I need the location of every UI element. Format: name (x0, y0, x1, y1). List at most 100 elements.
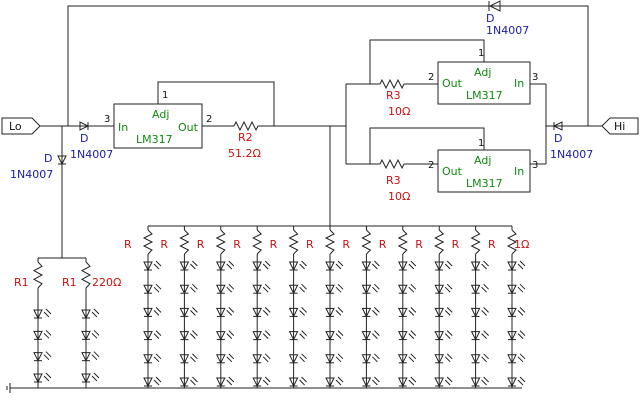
led-icon (325, 260, 344, 272)
led-icon (325, 376, 344, 388)
led-icon (33, 329, 52, 341)
regulator-upper-pin1: 1 (478, 48, 484, 59)
led-string: R (415, 226, 453, 388)
resistor-r2: R2 51.2Ω (228, 120, 261, 160)
led-icon (252, 330, 271, 341)
regulator-left-pin2: 2 (206, 114, 212, 125)
regulator-upper-adj: Adj (474, 66, 491, 79)
led-icon (179, 260, 198, 272)
led-icon (361, 307, 380, 318)
led-icon (179, 330, 198, 341)
r1-value: 220Ω (92, 276, 121, 289)
r-designator: R (306, 238, 314, 251)
led-icon (470, 353, 489, 364)
lo-down-diode-designator: D (44, 152, 52, 165)
led-icon (288, 260, 307, 272)
led-icon (252, 307, 271, 318)
r-designator: R (197, 238, 205, 251)
led-icon (33, 372, 52, 384)
hi-port[interactable]: Hi (601, 117, 639, 135)
led-icon (434, 330, 453, 341)
led-icon (397, 283, 417, 295)
r1-right-designator: R1 (62, 276, 77, 289)
led-icon (507, 353, 526, 364)
hi-input-diode-designator: D (554, 132, 562, 145)
led-string: R (488, 226, 526, 388)
led-string: R (124, 226, 162, 388)
led-icon (143, 260, 162, 272)
led-icon (143, 330, 162, 341)
led-string: R (379, 226, 417, 388)
led-icon (325, 353, 344, 364)
led-icon (143, 283, 162, 295)
led-string: R (452, 226, 489, 388)
led-icon (470, 260, 489, 272)
led-icon (507, 283, 526, 295)
r2-value: 51.2Ω (228, 147, 261, 160)
r3-upper-value: 10Ω (388, 105, 410, 118)
led-icon (288, 376, 307, 388)
led-icon (215, 353, 235, 364)
led-icon (434, 353, 453, 364)
r-designator: R (124, 238, 132, 251)
r3-upper-designator: R3 (386, 89, 401, 102)
led-icon (215, 376, 235, 388)
regulator-left-part: LM317 (136, 133, 173, 146)
resistor-symbol (142, 229, 154, 255)
regulator-upper-part: LM317 (466, 89, 503, 102)
led-icon (252, 283, 271, 295)
r-designator: R (415, 238, 423, 251)
lo-down-diode: D 1N4007 (10, 126, 67, 258)
regulator-left-adj: Adj (152, 108, 169, 121)
lo-port[interactable]: Lo (1, 117, 41, 135)
resistor-symbol (434, 229, 445, 255)
led-icon (143, 307, 162, 318)
r-designator: R (342, 238, 350, 251)
led-icon (179, 283, 198, 295)
top-diode-designator: D (486, 12, 494, 25)
r3-lower-value: 10Ω (388, 190, 410, 203)
led-icon (470, 307, 489, 318)
led-icon (179, 307, 198, 318)
resistor-r3-upper: R3 10Ω (379, 78, 410, 118)
r-last-value: 1Ω (514, 238, 529, 251)
regulator-left-pin1: 1 (162, 90, 168, 101)
regulator-lower-in: In (514, 165, 524, 178)
regulator-left-out: Out (178, 121, 199, 134)
led-icon (434, 307, 453, 318)
lo-down-diode-part: 1N4007 (10, 168, 53, 181)
r3-lower-designator: R3 (386, 174, 401, 187)
r-designator: R (488, 238, 496, 251)
top-diode-part: 1N4007 (486, 24, 529, 37)
led-icon (361, 283, 380, 295)
led-icon (507, 307, 526, 318)
r-designator: R (452, 238, 460, 251)
regulator-left-in: In (118, 121, 128, 134)
led-string (80, 258, 100, 388)
resistor-symbol (80, 261, 92, 289)
regulator-lower-pin3: 3 (532, 160, 538, 171)
led-icon (143, 376, 162, 388)
led-icon (325, 283, 344, 295)
regulator-lower-pin2: 2 (428, 160, 434, 171)
r-designator: R (379, 238, 387, 251)
led-icon (288, 353, 307, 364)
r-designator: R (160, 238, 168, 251)
led-icon (507, 376, 526, 388)
led-icon (33, 308, 52, 320)
led-icon (470, 376, 489, 388)
led-icon (33, 351, 52, 362)
resistor-symbol (252, 229, 263, 255)
regulator-left-pin3: 3 (104, 114, 110, 125)
led-string (32, 258, 52, 388)
led-icon (288, 330, 307, 341)
led-icon (397, 330, 417, 341)
led-icon (361, 260, 380, 272)
led-icon (397, 353, 417, 364)
lo-input-diode-part: 1N4007 (70, 148, 113, 161)
led-icon (179, 376, 198, 388)
led-icon (434, 283, 453, 295)
resistor-symbol (506, 229, 518, 255)
led-icon (81, 351, 100, 362)
